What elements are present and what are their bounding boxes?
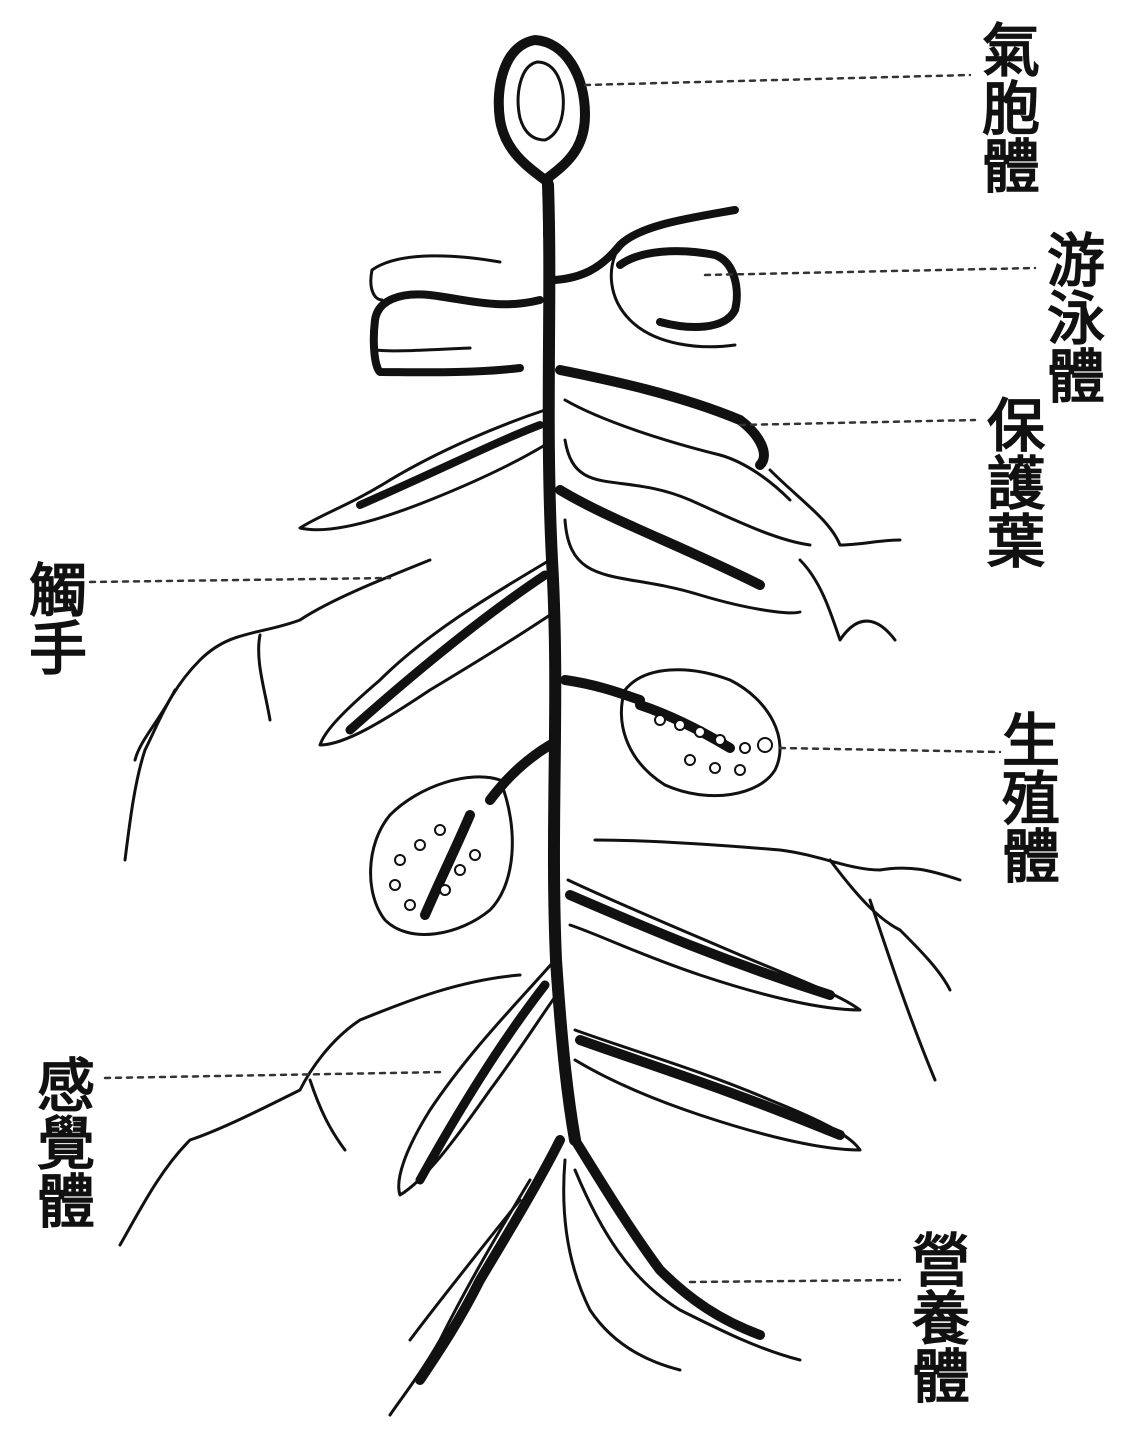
bract-right-4 [575,1030,860,1150]
label-tentacle: 觸手 [22,560,84,676]
pneumatophore-shape [499,40,585,235]
bract-right-2 [560,490,800,613]
leader-bract [740,420,975,425]
bract-left-2 [320,560,550,745]
bract-right-3 [568,880,860,1010]
gonophore-right [565,670,780,796]
label-palpon: 感覺體 [30,1055,92,1229]
label-nectophore: 游泳體 [1040,230,1102,404]
bract-left-1 [300,410,545,530]
leader-nectophore [705,268,1035,275]
central-stem [548,185,575,1140]
label-gonophore: 生殖體 [995,710,1057,884]
leader-gonophore [780,748,1000,752]
leader-tentacle [90,578,390,582]
bract-right-1 [560,370,810,545]
tentacle-left [125,560,430,860]
nectophore-right [555,210,737,347]
gastrozooid-base [390,1140,800,1415]
leader-pneumatophore [585,75,970,85]
label-gastrozooid: 營養體 [905,1230,967,1404]
label-bract: 保護葉 [980,395,1042,569]
gonophore-left [371,745,550,934]
label-pneumatophore: 氣胞體 [975,20,1037,194]
leader-palpon [105,1072,445,1078]
leader-gastrozooid [690,1280,900,1282]
nectophore-left [371,256,540,372]
